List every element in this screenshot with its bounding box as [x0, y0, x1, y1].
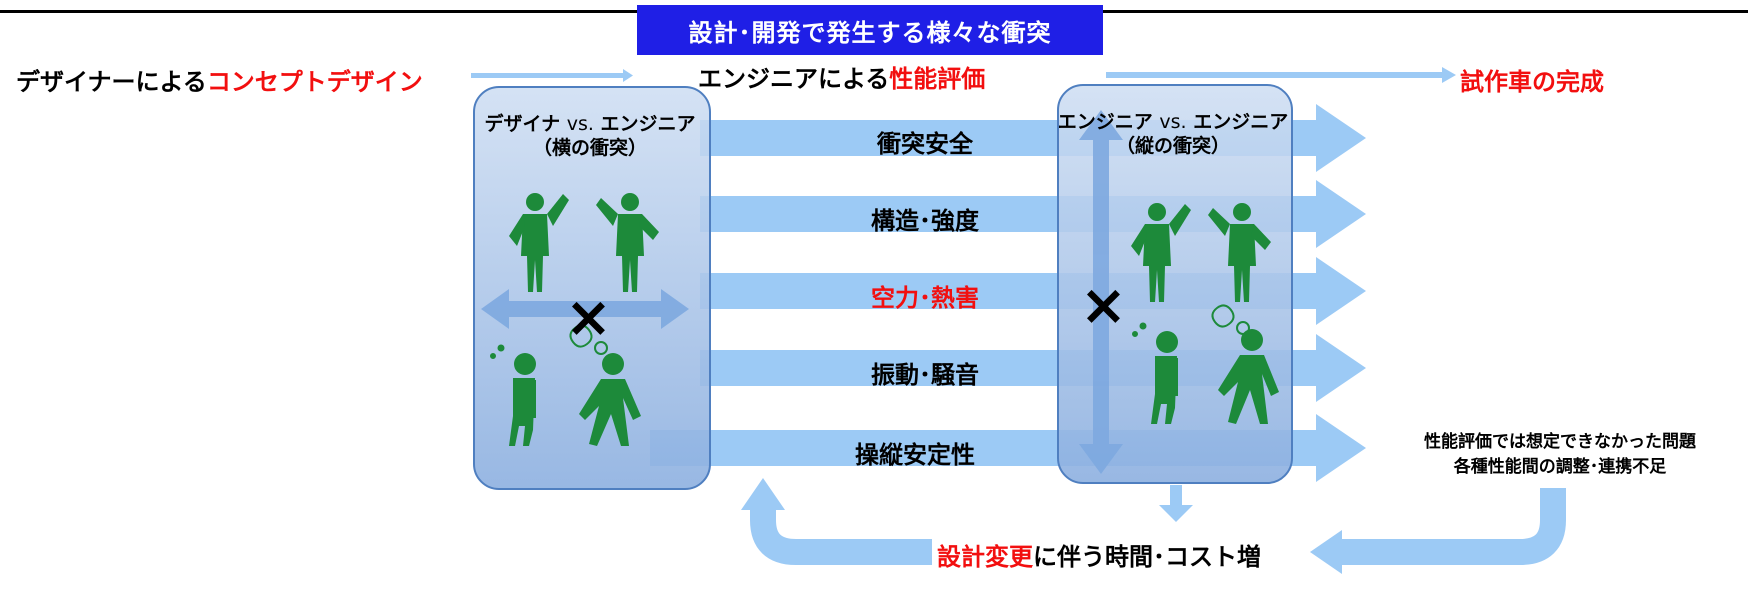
right-heading-b: エンジニア [1193, 111, 1289, 133]
left-cross-mark: × [565, 285, 612, 350]
page-title: 設計･開発で発生する様々な衝突 [637, 5, 1103, 55]
left-panel-heading: デザイナ vs. エンジニア （横の衝突） [458, 113, 722, 161]
flow-step1-highlight: コンセプトデザイン [206, 68, 423, 96]
frustration-marks [490, 324, 608, 359]
top-flow-arrows [471, 67, 1456, 83]
design-change-cost-label: 設計変更に伴う時間･コスト増 [937, 537, 1261, 572]
right-subheading: （縦の衝突） [1115, 134, 1230, 157]
band-label-crash-safety: 衝突安全 [877, 130, 973, 158]
flow-step-concept-design: デザイナーによるコンセプトデザイン [16, 62, 423, 97]
band-label-structure-strength: 構造･強度 [871, 207, 979, 235]
band-label-handling-stability: 操縦安定性 [855, 441, 975, 469]
band-label-aero-thermal: 空力･熱害 [871, 284, 979, 312]
bottom-rest: に伴う時間･コスト増 [1033, 543, 1261, 571]
right-panel-figures [1079, 110, 1279, 474]
right-heading-vs: vs. [1159, 111, 1187, 133]
arguing-engineers-figure [509, 193, 659, 292]
feedback-loop [750, 488, 1566, 565]
flow-step2-highlight: 性能評価 [889, 65, 986, 93]
bottom-highlight: 設計変更 [937, 543, 1033, 571]
flow-step2-prefix: エンジニアによる [698, 65, 890, 93]
flow-step-performance-eval: エンジニアによる性能評価 [698, 59, 985, 94]
left-panel-figures [481, 193, 689, 446]
left-subheading: （横の衝突） [532, 136, 647, 159]
frustrated-figure [1151, 329, 1279, 424]
right-heading-a: エンジニア [1057, 111, 1153, 133]
flow-step-prototype-complete: 試作車の完成 [1460, 68, 1604, 96]
left-heading-vs: vs. [566, 113, 594, 135]
frustration-marks [1132, 304, 1250, 337]
horizontal-double-arrow [481, 289, 689, 329]
left-heading-b: エンジニア [600, 113, 696, 135]
flow-step1-prefix: デザイナーによる [16, 68, 207, 96]
note-line2: 各種性能間の調整･連携不足 [1453, 456, 1667, 477]
note-line1: 性能評価では想定できなかった問題 [1424, 432, 1696, 452]
frustrated-figure [509, 353, 641, 446]
unforeseen-problems-note: 性能評価では想定できなかった問題 各種性能間の調整･連携不足 [1390, 430, 1730, 479]
right-cross-mark: × [1080, 273, 1127, 338]
right-panel-heading: エンジニア vs. エンジニア （縦の衝突） [1036, 111, 1310, 159]
feedback-arrowheads [741, 478, 1342, 574]
vertical-double-arrow [1079, 110, 1123, 474]
left-heading-a: デザイナ [484, 113, 561, 135]
arguing-engineers-figure [1131, 203, 1271, 302]
band-label-vibration-noise: 振動･騒音 [871, 361, 979, 389]
